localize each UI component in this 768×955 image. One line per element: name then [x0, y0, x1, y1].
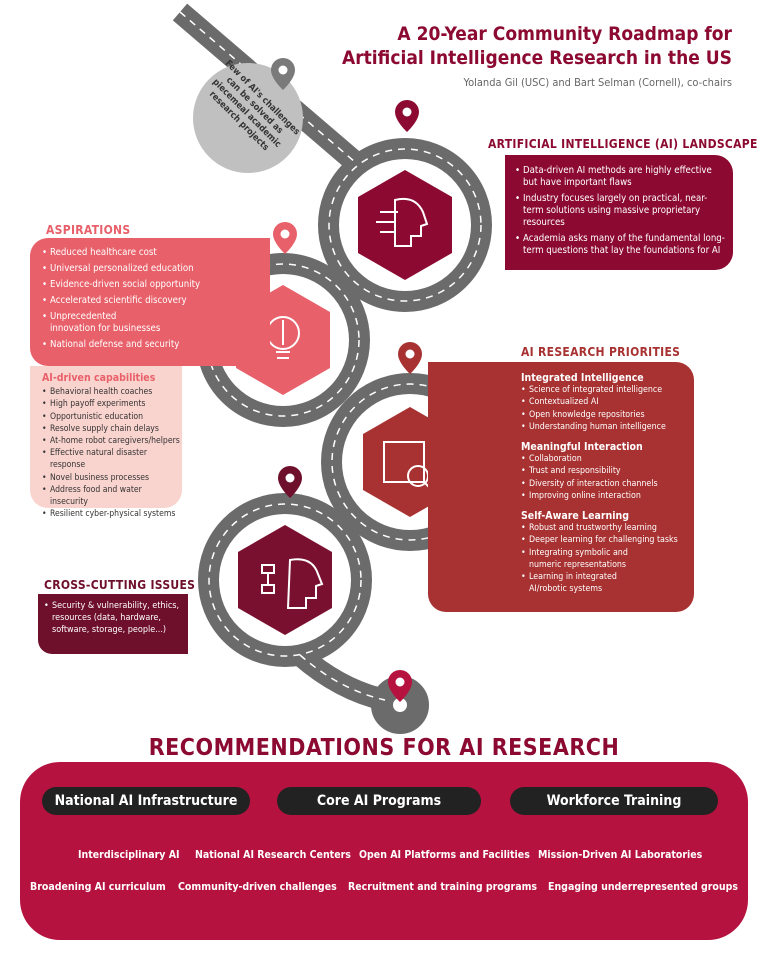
list-item: Academia asks many of the fundamental lo… — [515, 233, 725, 257]
list-item: Behavioral health coaches — [42, 386, 182, 398]
list-item: Unprecedented innovation for businesses — [42, 311, 162, 335]
list-item: Industry focuses largely on practical, n… — [515, 193, 725, 229]
recommendations-heading: RECOMMENDATIONS FOR AI RESEARCH — [0, 735, 768, 761]
group-title: Meaningful Interaction — [521, 441, 643, 454]
list-item: Integrating symbolic and numeric represe… — [521, 547, 631, 571]
recommendation-item: Open AI Platforms and Facilities — [359, 849, 530, 861]
aspirations-box: Reduced healthcare cost Universal person… — [30, 238, 270, 366]
recommendation-item: Recruitment and training programs — [348, 881, 538, 893]
recommendation-item: Engaging underrepresented groups — [548, 881, 739, 893]
list-item: Trust and responsibility — [521, 465, 694, 477]
map-pin-icon — [271, 58, 422, 702]
capabilities-box: AI-driven capabilities Behavioral health… — [30, 366, 182, 521]
list-item: At-home robot caregivers/helpers — [42, 435, 182, 447]
list-item: Address food and water insecurity — [42, 484, 182, 508]
priorities-box: Integrated Intelligence Science of integ… — [428, 362, 694, 612]
list-item: High payoff experiments — [42, 398, 182, 410]
list-item: Security & vulnerability, ethics, resour… — [44, 600, 184, 636]
pillar-national-ai-infrastructure: National AI Infrastructure — [42, 787, 250, 815]
capabilities-heading: AI-driven capabilities — [42, 372, 156, 384]
list-item: Reduced healthcare cost — [42, 247, 270, 259]
list-item: Novel business processes — [42, 472, 182, 484]
list-item: Universal personalized education — [42, 263, 270, 275]
list-item: Diversity of interaction channels — [521, 478, 694, 490]
aspirations-heading: ASPIRATIONS — [46, 223, 131, 237]
recommendation-item: Community-driven challenges — [178, 881, 337, 893]
landscape-box: Data-driven AI methods are highly effect… — [505, 155, 733, 270]
list-item: Accelerated scientific discovery — [42, 295, 270, 307]
group-title: Self-Aware Learning — [521, 510, 629, 523]
recommendation-item: Interdisciplinary AI — [78, 849, 180, 861]
list-item: National defense and security — [42, 339, 270, 351]
list-item: Science of integrated intelligence — [521, 384, 694, 396]
landscape-heading: ARTIFICIAL INTELLIGENCE (AI) LANDSCAPE — [488, 137, 758, 151]
list-item: Understanding human intelligence — [521, 421, 694, 433]
list-item: Deeper learning for challenging tasks — [521, 534, 686, 546]
group-title: Integrated Intelligence — [521, 372, 644, 384]
flowchart-head-icon — [238, 525, 332, 635]
list-item: Opportunistic education — [42, 411, 182, 423]
list-item: Evidence-driven social opportunity — [42, 279, 270, 291]
list-item: Open knowledge repositories — [521, 409, 694, 421]
recommendation-item: National AI Research Centers — [195, 849, 351, 861]
pillar-core-ai-programs: Core AI Programs — [277, 787, 481, 815]
list-item: Effective natural disaster response — [42, 447, 182, 471]
recommendation-item: Mission-Driven AI Laboratories — [538, 849, 703, 861]
ai-head-icon — [358, 170, 452, 280]
list-item: Data-driven AI methods are highly effect… — [515, 165, 725, 189]
list-item: Robust and trustworthy learning — [521, 522, 686, 534]
priorities-heading: AI RESEARCH PRIORITIES — [521, 345, 681, 359]
crosscutting-heading: CROSS-CUTTING ISSUES — [44, 578, 196, 592]
recommendation-item: Broadening AI curriculum — [30, 881, 166, 893]
pillar-workforce-training: Workforce Training — [510, 787, 718, 815]
crosscutting-box: Security & vulnerability, ethics, resour… — [38, 594, 188, 654]
list-item: Resilient cyber-physical systems — [42, 508, 182, 520]
list-item: Collaboration — [521, 453, 694, 465]
list-item: Resolve supply chain delays — [42, 423, 182, 435]
subtitle: Yolanda Gil (USC) and Bart Selman (Corne… — [463, 76, 732, 89]
callout-circle — [193, 63, 303, 173]
list-item: Contextualized AI — [521, 396, 694, 408]
list-item: Learning in integrated AI/robotic system… — [521, 571, 621, 595]
list-item: Improving online interaction — [521, 490, 694, 502]
